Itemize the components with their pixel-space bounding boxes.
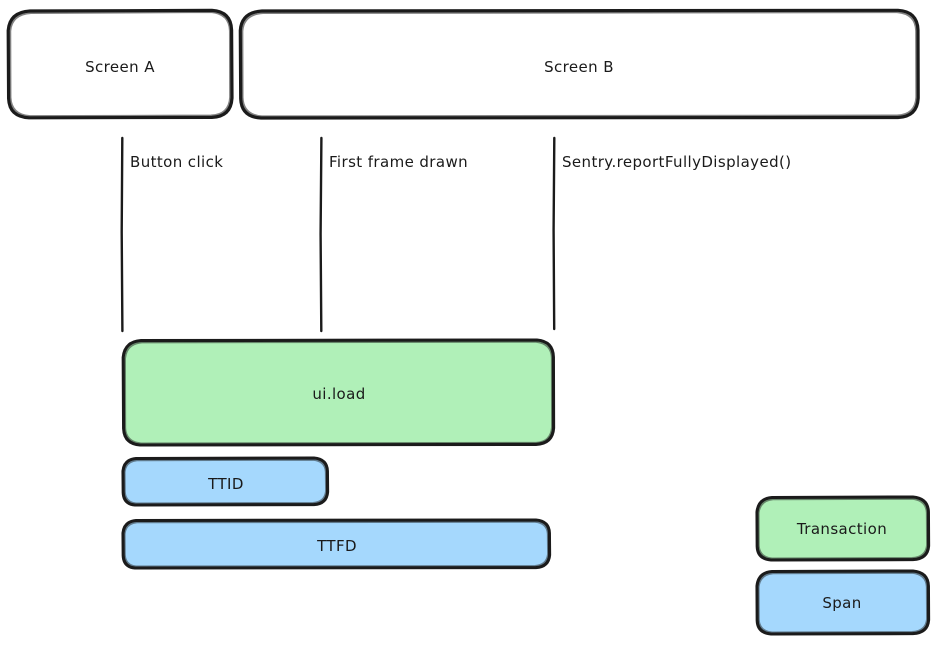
bar-ui-load-outline-overstroke [124, 341, 553, 444]
event-markers-group: Button click First frame drawn Sentry.re… [120, 136, 792, 333]
event-tick-line-first-frame-drawn [319, 136, 323, 333]
event-tick-line-report-fully-displayed [552, 136, 556, 331]
event-marker-button-click[interactable]: Button click [120, 136, 224, 333]
legend: Transaction Span [755, 495, 931, 636]
screen-b-label: Screen B [544, 58, 614, 76]
bar-ttid-outline-overstroke [124, 459, 327, 504]
legend-transaction-outline-overstroke [758, 498, 928, 559]
event-marker-first-frame-drawn[interactable]: First frame drawn [319, 136, 468, 333]
event-label-report-fully-displayed: Sentry.reportFullyDisplayed() [562, 153, 792, 171]
legend-transaction-label: Transaction [796, 520, 887, 538]
event-label-button-click: Button click [130, 153, 223, 171]
bar-ui-load-outline [121, 338, 556, 447]
bar-ui-load-label: ui.load [312, 385, 365, 403]
bar-ttfd-outline-overstroke [124, 521, 549, 567]
screen-boxes-group: Screen A Screen B [6, 8, 920, 120]
bar-ttfd-fill [123, 520, 550, 568]
legend-span-fill [757, 571, 929, 634]
legend-item-span[interactable]: Span [755, 569, 931, 636]
event-tick-line-button-click [120, 136, 124, 333]
screen-box-b[interactable]: Screen B [238, 8, 920, 120]
screen-a-outline-overstroke [9, 11, 231, 117]
bar-ttid-label: TTID [207, 475, 244, 493]
legend-transaction-fill [757, 497, 929, 560]
legend-transaction-outline [755, 495, 931, 562]
bar-ui-load[interactable]: ui.load [121, 338, 556, 447]
screen-a-outline [6, 8, 234, 120]
legend-span-outline [755, 569, 931, 636]
event-label-first-frame-drawn: First frame drawn [329, 153, 468, 171]
screen-a-label: Screen A [85, 58, 155, 76]
screen-b-outline-overstroke [241, 11, 918, 118]
event-marker-report-fully-displayed[interactable]: Sentry.reportFullyDisplayed() [552, 136, 792, 331]
bar-ui-load-fill [123, 340, 554, 445]
screen-box-a[interactable]: Screen A [6, 8, 234, 120]
bar-ttid-outline [121, 456, 330, 507]
timeline-bars-group: ui.load TTID TTFD [121, 338, 556, 570]
bar-ttfd[interactable]: TTFD [121, 518, 552, 570]
screen-b-outline [238, 8, 920, 120]
bar-ttid-fill [123, 458, 328, 505]
bar-ttid[interactable]: TTID [121, 456, 330, 507]
bar-ttfd-outline [121, 518, 552, 570]
legend-span-outline-overstroke [758, 572, 928, 633]
legend-span-label: Span [822, 594, 861, 612]
bar-ttfd-label: TTFD [316, 537, 357, 555]
legend-item-transaction[interactable]: Transaction [755, 495, 931, 562]
